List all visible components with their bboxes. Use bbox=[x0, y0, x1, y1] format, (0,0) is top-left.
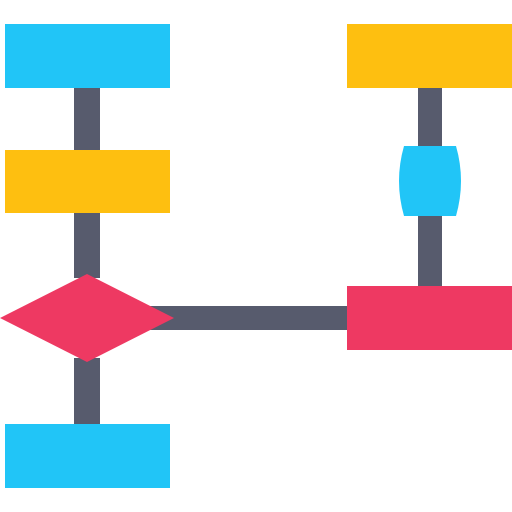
nodes bbox=[0, 24, 512, 488]
edge-decision-branch bbox=[150, 306, 350, 330]
node-end bbox=[5, 424, 170, 488]
edge-decision-end bbox=[74, 358, 100, 426]
edge-branch-connector-lower bbox=[418, 214, 442, 288]
edge-start-step1 bbox=[74, 86, 100, 150]
edge-step1-decision bbox=[74, 212, 100, 278]
edge-branch-connector-upper bbox=[418, 86, 442, 148]
node-branch-end bbox=[347, 24, 512, 88]
node-decision bbox=[0, 274, 174, 362]
node-branch-process bbox=[347, 286, 512, 350]
connectors bbox=[74, 86, 442, 426]
node-step-1 bbox=[5, 150, 170, 213]
node-branch-connector bbox=[399, 146, 461, 216]
node-start bbox=[5, 24, 170, 88]
